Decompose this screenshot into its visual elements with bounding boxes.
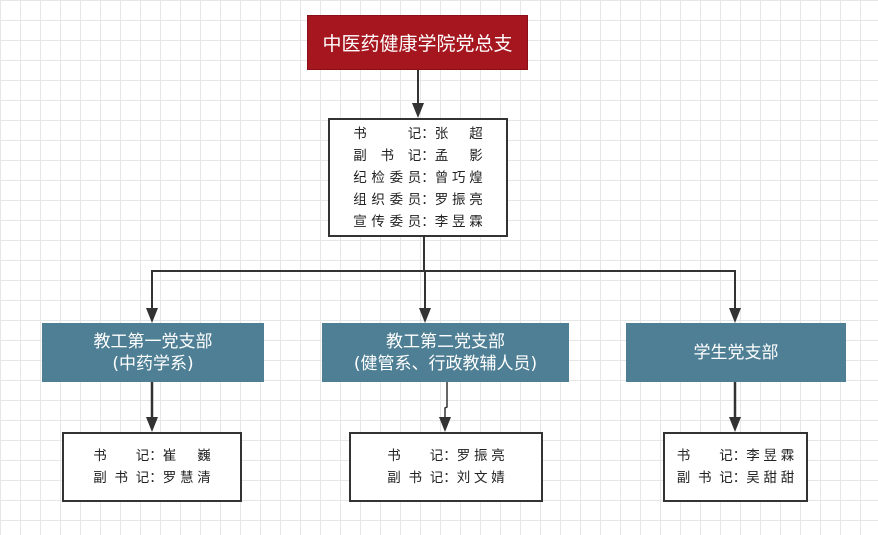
member-name: 李昱霖 [434,213,483,230]
separator: ： [149,470,163,486]
member-name: 曾巧煌 [434,169,483,186]
role-label: 书记 [676,448,733,464]
member-name: 罗慧清 [162,470,211,486]
separator: ： [421,169,435,186]
separator: ： [443,470,457,486]
branch-node-teaching-1[interactable]: 教工第一党支部 (中药学系) [42,323,264,382]
separator: ： [421,191,435,208]
role-label: 副书记 [93,470,150,486]
connector-branch-2-to-leaf [444,382,448,418]
arrowhead-leaf-3 [729,417,741,432]
role-label: 副书记 [676,470,733,486]
branch-node-teaching-2[interactable]: 教工第二党支部 (健管系、行政教辅人员) [322,323,569,382]
leadership-row: 副书记：孟影 [353,145,483,167]
separator: ： [421,147,435,164]
role-label: 书记 [387,448,444,464]
separator: ： [421,213,435,230]
member-name: 罗振亮 [434,191,483,208]
arrowhead-leadership [412,103,424,118]
role-label: 宣传委员 [353,213,422,230]
member-name: 罗振亮 [456,448,505,464]
branch-node-student[interactable]: 学生党支部 [626,323,846,382]
leadership-box[interactable]: 书记：张超 副书记：孟影 纪检委员：曾巧煌 组织委员：罗振亮 宣传委员：李昱霖 [328,118,508,237]
role-label: 副书记 [353,147,422,164]
leadership-row: 书记：张超 [353,123,483,145]
role-label: 书记 [353,125,422,142]
separator: ： [732,448,747,464]
separator: ： [732,470,747,486]
separator: ： [421,125,435,142]
arrowhead-branch-2 [419,308,431,323]
branch-title: 教工第一党支部 [93,331,213,352]
branch-3-officers-box[interactable]: 书记：李昱霖 副书记：吴甜甜 [663,432,808,502]
root-node[interactable]: 中医药健康学院党总支 [307,15,528,70]
role-label: 书记 [93,448,150,464]
officer-row: 副书记：吴甜甜 [677,467,795,489]
arrowhead-leaf-2 [439,417,451,432]
member-name: 孟影 [434,147,483,164]
officer-row: 副书记：刘文婧 [387,467,505,489]
branch-subtitle: (健管系、行政教辅人员) [353,353,538,374]
leadership-row: 宣传委员：李昱霖 [353,211,483,233]
officer-row: 书记：崔巍 [93,445,211,467]
branch-title: 教工第二党支部 [386,331,505,352]
branch-subtitle: (中药学系) [112,353,194,374]
leadership-row: 纪检委员：曾巧煌 [353,167,483,189]
member-name: 李昱霖 [746,448,795,464]
arrowhead-branch-1 [146,308,158,323]
member-name: 张超 [434,125,483,142]
member-name: 吴甜甜 [746,470,795,486]
member-name: 崔巍 [162,448,211,464]
arrowhead-branch-3 [729,308,741,323]
role-label: 副书记 [387,470,444,486]
role-label: 组织委员 [353,191,422,208]
branch-1-officers-box[interactable]: 书记：崔巍 副书记：罗慧清 [62,432,242,502]
branch-2-officers-box[interactable]: 书记：罗振亮 副书记：刘文婧 [349,432,543,502]
leadership-row: 组织委员：罗振亮 [353,189,483,211]
officer-row: 副书记：罗慧清 [93,467,211,489]
branch-title: 学生党支部 [693,342,779,363]
arrowhead-leaf-1 [146,417,158,432]
separator: ： [149,448,163,464]
root-title: 中医药健康学院党总支 [322,33,513,55]
officer-row: 书记：李昱霖 [677,445,795,467]
role-label: 纪检委员 [353,169,422,186]
separator: ： [443,448,457,464]
member-name: 刘文婧 [456,470,505,486]
officer-row: 书记：罗振亮 [387,445,505,467]
